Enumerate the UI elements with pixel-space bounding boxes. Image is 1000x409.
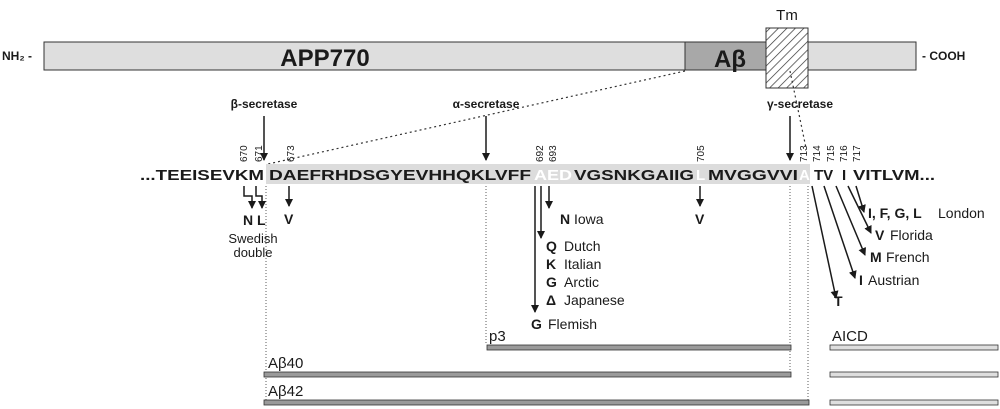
zoom-line-left	[267, 70, 686, 165]
sequence-a713: A	[799, 167, 810, 184]
italian-aa: K	[546, 256, 556, 272]
florida-name: Florida	[890, 227, 933, 243]
residue-692: 692	[535, 145, 546, 162]
swedish-arrows	[243, 186, 266, 209]
austrian-aa: I	[859, 272, 863, 288]
fragment-guide-lines	[265, 186, 809, 402]
residue-713: 713	[799, 145, 810, 162]
sequence-abeta-n-terminal: DAEFRHDSGYEVHHQKLVFF	[269, 167, 531, 184]
iowa-name: Iowa	[574, 211, 604, 227]
sequence-c-terminal: MVGGVVI	[708, 167, 798, 184]
residue-714: 714	[812, 145, 823, 162]
residue-717: 717	[852, 145, 863, 162]
t714-aa: T	[834, 293, 843, 309]
dutch-aa: Q	[546, 238, 557, 254]
aicd-bar-abeta40	[829, 371, 999, 378]
a673v-aa: V	[284, 211, 294, 227]
abeta42-bar	[263, 399, 810, 406]
l705v-aa: V	[695, 211, 705, 227]
residue-715: 715	[826, 145, 837, 162]
italian-name: Italian	[564, 256, 601, 272]
residue-671: 671	[254, 145, 265, 162]
dutch-name: Dutch	[564, 238, 601, 254]
french-aa: M	[870, 249, 882, 265]
sequence-upstream: ...TEEISEVKM	[140, 167, 264, 184]
arctic-aa: G	[546, 274, 557, 290]
austrian-name: Austrian	[868, 272, 919, 288]
residue-673: 673	[286, 145, 297, 162]
sequence-l705: L	[696, 167, 705, 184]
alpha-secretase-label: α-secretase	[453, 97, 520, 111]
c-terminus-label: - COOH	[922, 49, 965, 63]
japanese-name: Japanese	[564, 292, 625, 308]
p3-label: p3	[489, 328, 506, 345]
japanese-aa: Δ	[546, 292, 556, 308]
residue-670: 670	[239, 145, 250, 162]
zoom-line-right	[789, 70, 807, 149]
aicd-bar-abeta42	[829, 399, 999, 406]
app770-label: APP770	[280, 45, 369, 72]
beta-secretase-label: β-secretase	[231, 97, 298, 111]
n-terminus-label: NH₂ -	[2, 49, 32, 63]
residue-705: 705	[696, 145, 707, 162]
gamma-site-arrows	[811, 185, 872, 299]
p3-bar	[486, 344, 792, 351]
tm-label: Tm	[776, 7, 798, 24]
abeta42-label: Aβ42	[268, 383, 303, 400]
london-name: London	[938, 205, 985, 221]
abeta-sequence-highlight	[266, 164, 810, 184]
transmembrane-domain	[765, 27, 809, 89]
abeta40-label: Aβ40	[268, 355, 303, 372]
sequence-tv: TV	[814, 167, 833, 184]
sequence-mid: VGSNKGAIIG	[574, 167, 694, 184]
flemish-aa: G	[531, 316, 542, 332]
abeta-domain	[684, 41, 768, 71]
aicd-label: AICD	[832, 328, 868, 345]
london-aa: I, F, G, L	[868, 205, 922, 221]
swedish-l: L	[257, 212, 266, 228]
abeta40-bar	[263, 371, 792, 378]
flemish-name: Flemish	[548, 316, 597, 332]
swedish-name-line2: double	[233, 245, 272, 260]
swedish-n: N	[243, 212, 253, 228]
arctic-name: Arctic	[564, 274, 599, 290]
abeta-domain-label: Aβ	[714, 46, 746, 73]
sequence-downstream: VITLVM...	[853, 167, 935, 184]
gamma-secretase-label: γ-secretase	[767, 97, 833, 111]
florida-aa: V	[875, 227, 885, 243]
residue-716: 716	[839, 145, 850, 162]
swedish-name-line1: Swedish	[228, 231, 277, 246]
sequence-i716: I	[842, 167, 846, 184]
aicd-bar-p3	[829, 344, 999, 351]
sequence-aed-residues: AED	[534, 167, 572, 184]
iowa-aa: N	[560, 211, 570, 227]
french-name: French	[886, 249, 930, 265]
residue-693: 693	[548, 145, 559, 162]
